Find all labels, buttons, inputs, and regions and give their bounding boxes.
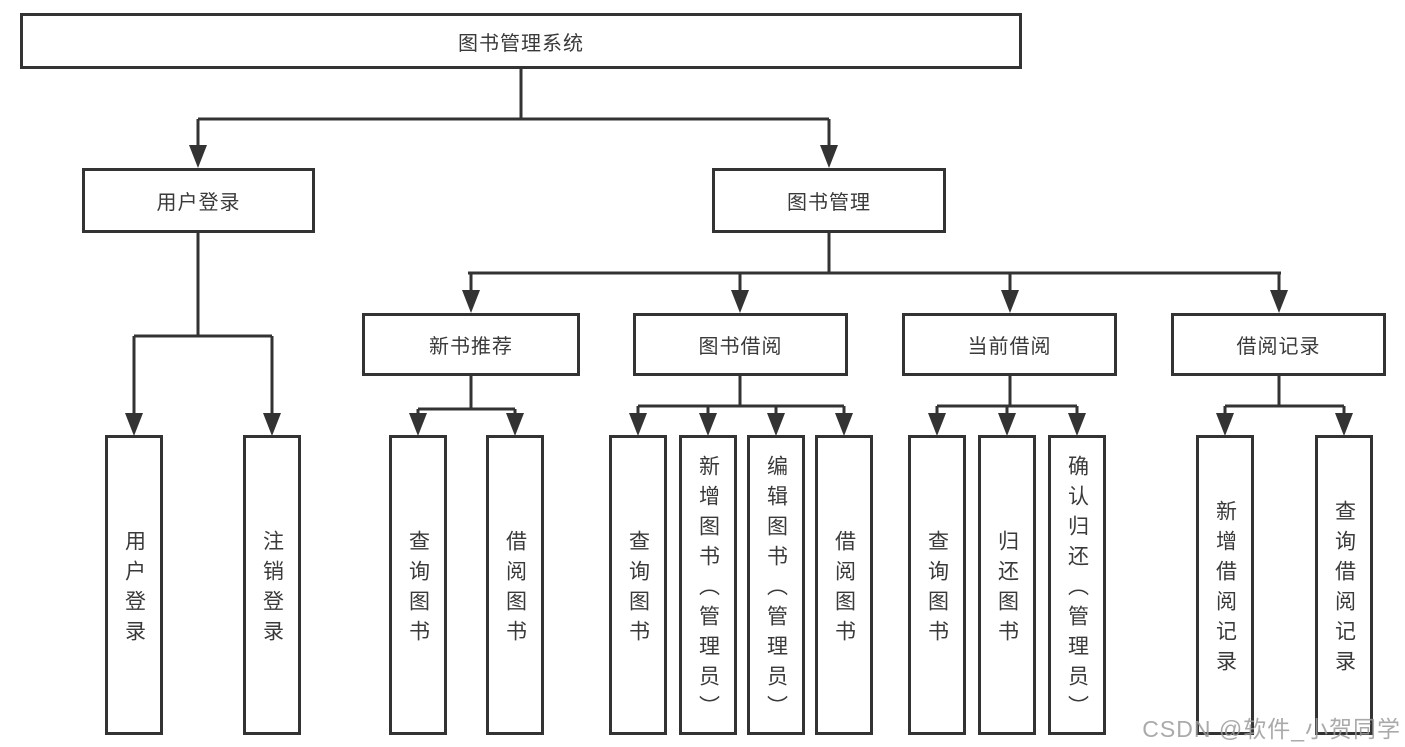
leaf-add-book-admin: 新增图书（管理员）	[679, 435, 737, 735]
node-borrow-records: 借阅记录	[1171, 313, 1386, 376]
arrowheads	[125, 145, 1353, 436]
node-book-management: 图书管理	[712, 168, 946, 233]
connector-bookborrow-to-leaves	[636, 376, 846, 416]
leaf-return-books: 归还图书	[978, 435, 1036, 735]
node-label: 用户登录	[156, 192, 241, 214]
node-label: 确认归还（管理员）	[1065, 454, 1089, 725]
connector-records-to-leaves	[1223, 376, 1346, 416]
node-label: 借阅图书	[832, 529, 856, 650]
leaf-logout: 注销登录	[243, 435, 301, 735]
leaf-query-borrow-record: 查询借阅记录	[1315, 435, 1373, 735]
leaf-query-books-current: 查询图书	[908, 435, 966, 735]
leaf-query-books-recommend: 查询图书	[389, 435, 447, 735]
leaf-borrow-books: 借阅图书	[815, 435, 873, 735]
node-label: 查询图书	[925, 529, 949, 650]
connector-currentborrow-to-leaves	[935, 376, 1079, 416]
node-label: 归还图书	[995, 529, 1019, 650]
node-label: 注销登录	[260, 529, 284, 650]
leaf-confirm-return-admin: 确认归还（管理员）	[1048, 435, 1106, 735]
node-label: 查询借阅记录	[1332, 499, 1356, 680]
node-label: 图书管理系统	[458, 32, 584, 55]
node-book-borrow: 图书借阅	[633, 313, 848, 376]
node-label: 查询图书	[626, 529, 650, 650]
leaf-user-login: 用户登录	[105, 435, 163, 735]
node-current-borrow: 当前借阅	[902, 313, 1117, 376]
node-user-login: 用户登录	[82, 168, 315, 233]
node-label: 查询图书	[406, 529, 430, 650]
connector-userlogin-to-leaves	[132, 233, 274, 416]
node-label: 用户登录	[122, 529, 146, 650]
leaf-query-books-borrow: 查询图书	[609, 435, 667, 735]
node-label: 图书管理	[787, 192, 871, 214]
node-library-system: 图书管理系统	[20, 13, 1022, 69]
node-label: 编辑图书（管理员）	[764, 454, 788, 725]
node-label: 新书推荐	[429, 336, 513, 358]
connector-root-to-level1	[196, 68, 831, 148]
node-label: 新增借阅记录	[1213, 499, 1237, 680]
connector-bookmgmt-to-level2	[468, 233, 1281, 293]
connector-newbook-to-leaves	[416, 376, 517, 416]
leaf-add-borrow-record: 新增借阅记录	[1196, 435, 1254, 735]
node-label: 当前借阅	[967, 336, 1052, 358]
csdn-watermark: CSDN @软件_小贺同学	[1142, 716, 1401, 742]
leaf-borrow-books-recommend: 借阅图书	[486, 435, 544, 735]
node-label: 借阅记录	[1236, 336, 1321, 358]
leaf-edit-book-admin: 编辑图书（管理员）	[747, 435, 805, 735]
node-new-book-recommend: 新书推荐	[362, 313, 580, 376]
node-label: 新增图书（管理员）	[696, 454, 720, 725]
node-label: 图书借阅	[698, 336, 783, 358]
node-label: 借阅图书	[503, 529, 527, 650]
